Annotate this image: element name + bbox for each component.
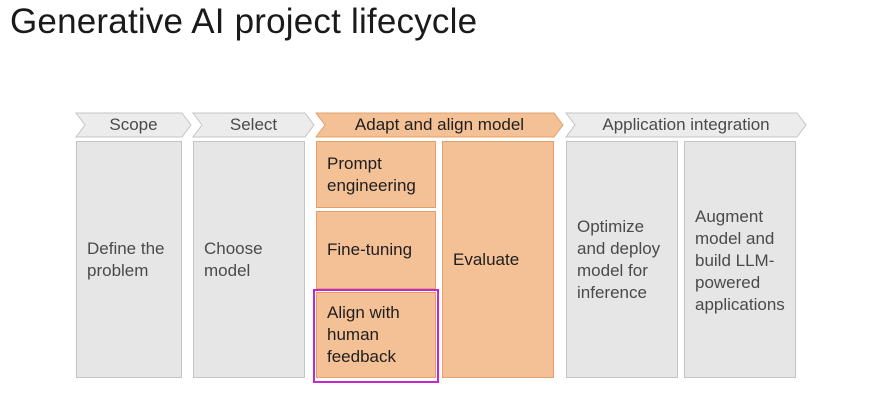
align-human-feedback-box: Align with human feedback xyxy=(316,292,436,378)
box-text-line: engineering xyxy=(327,175,416,195)
box-text-line: applications xyxy=(695,295,785,314)
slide-title: Generative AI project lifecycle xyxy=(10,2,478,41)
box-text-line: human xyxy=(327,325,379,344)
box-text-line: build LLM- xyxy=(695,251,775,270)
stage-label-scope: Scope xyxy=(109,115,158,134)
augment-model-box: Augment model and build LLM- powered app… xyxy=(684,141,796,378)
box-text-line: model and xyxy=(695,229,775,248)
box-text-line: Evaluate xyxy=(453,249,520,269)
fine-tuning-box: Fine-tuning xyxy=(316,211,436,289)
box-text-line: Define the xyxy=(87,238,165,258)
box-text-line: Augment xyxy=(695,207,764,226)
stage-arrow-select xyxy=(192,112,315,138)
stage-label-select: Select xyxy=(229,115,278,134)
choose-model-box: Choose model xyxy=(193,141,305,378)
box-text-line: inference xyxy=(577,282,647,302)
box-text-line: Optimize xyxy=(577,216,645,236)
stage-label-adapt: Adapt and align model xyxy=(354,115,525,134)
prompt-engineering-box: Prompt engineering xyxy=(316,141,436,208)
box-text-line: Align with xyxy=(327,303,400,322)
box-text-line: and deploy xyxy=(577,238,661,258)
stage-arrow-adapt xyxy=(315,112,564,138)
stage-arrow-integration xyxy=(565,112,807,138)
box-text-line: Choose xyxy=(204,238,263,258)
evaluate-box: Evaluate xyxy=(442,141,554,378)
box-text-line: Fine-tuning xyxy=(327,240,413,259)
box-text-line: model xyxy=(204,260,251,280)
stage-label-integration: Application integration xyxy=(602,115,770,134)
box-text-line: Prompt xyxy=(327,153,382,173)
box-text-line: problem xyxy=(87,260,149,280)
box-text-line: feedback xyxy=(327,347,396,366)
box-text-line: powered xyxy=(695,273,761,292)
stage-arrow-scope xyxy=(75,112,192,138)
define-problem-box: Define the problem xyxy=(76,141,182,378)
optimize-deploy-box: Optimize and deploy model for inference xyxy=(566,141,678,378)
box-text-line: model for xyxy=(577,260,648,280)
